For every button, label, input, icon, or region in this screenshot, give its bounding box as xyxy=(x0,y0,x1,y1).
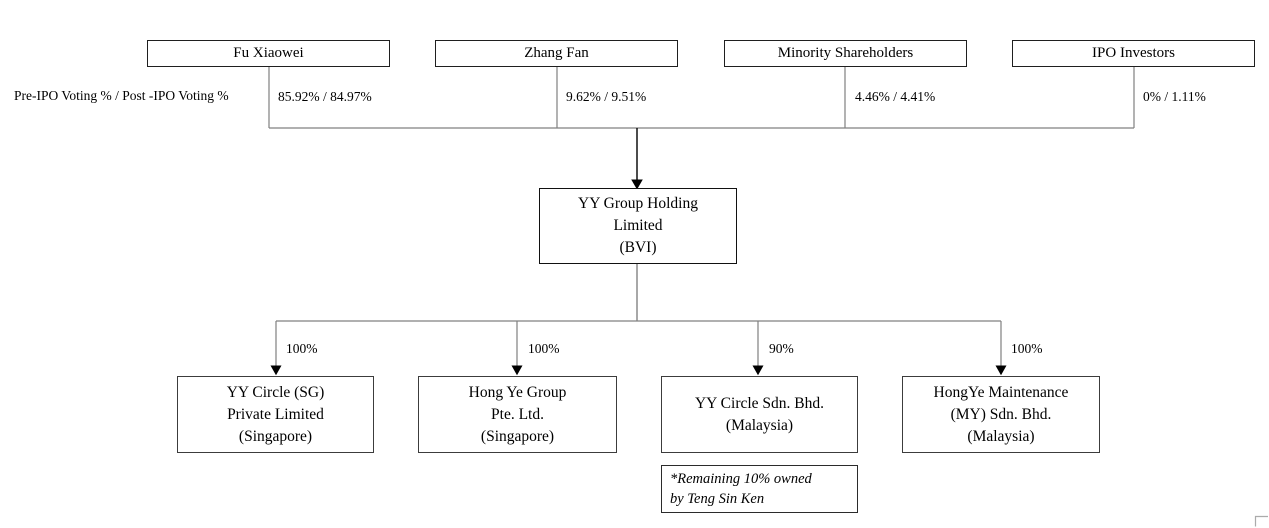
company-name-line: (MY) Sdn. Bhd. xyxy=(950,405,1052,423)
company-name-line: Limited xyxy=(613,217,663,234)
company-name-line: YY Circle (SG) xyxy=(226,383,325,401)
arrow-down-icon xyxy=(995,365,1007,376)
company-jurisdiction: (Singapore) xyxy=(480,427,555,445)
footnote-box: *Remaining 10% owned by Teng Sin Ken xyxy=(661,465,858,513)
company-name-line: Private Limited xyxy=(227,405,324,423)
shareholder-name: Fu Xiaowei xyxy=(233,45,304,61)
voting-pct-minority: 4.46% / 4.41% xyxy=(855,89,936,104)
shareholder-name: Zhang Fan xyxy=(524,45,589,61)
subsidiary-box-hong-ye-group: Hong Ye Group Pte. Ltd. (Singapore) xyxy=(418,376,617,453)
shareholder-box-zhang-fan: Zhang Fan xyxy=(435,40,678,67)
footnote-line: *Remaining 10% owned xyxy=(670,471,812,487)
shareholder-box-ipo-investors: IPO Investors xyxy=(1012,40,1255,67)
company-name-line: Pte. Ltd. xyxy=(491,405,544,423)
ownership-pct-hongye-maintenance: 100% xyxy=(1011,341,1043,356)
company-jurisdiction: (Malaysia) xyxy=(967,427,1035,445)
arrow-down-icon xyxy=(511,365,523,376)
company-name-line: YY Circle Sdn. Bhd. xyxy=(694,394,825,412)
company-jurisdiction: (Singapore) xyxy=(238,427,313,445)
footnote-line: by Teng Sin Ken xyxy=(670,491,765,507)
ownership-pct-yy-circle-sg: 100% xyxy=(286,341,318,356)
voting-legend-label: Pre-IPO Voting % / Post -IPO Voting % xyxy=(14,88,229,103)
company-jurisdiction: (Malaysia) xyxy=(725,416,794,434)
subsidiary-box-yy-circle-my: YY Circle Sdn. Bhd. (Malaysia) xyxy=(661,376,858,453)
arrow-down-icon xyxy=(270,365,282,376)
company-jurisdiction: (BVI) xyxy=(619,239,657,256)
ownership-pct-yy-circle-my: 90% xyxy=(769,341,794,356)
voting-pct-fu-xiaowei: 85.92% / 84.97% xyxy=(278,89,372,104)
shareholder-name: IPO Investors xyxy=(1092,45,1175,61)
company-name-line: Hong Ye Group xyxy=(468,383,567,401)
holding-company-box: YY Group Holding Limited (BVI) xyxy=(539,188,737,264)
subsidiary-box-hongye-maintenance: HongYe Maintenance (MY) Sdn. Bhd. (Malay… xyxy=(902,376,1100,453)
shareholder-box-minority-shareholders: Minority Shareholders xyxy=(724,40,967,67)
shareholder-box-fu-xiaowei: Fu Xiaowei xyxy=(147,40,390,67)
ownership-pct-hong-ye-group: 100% xyxy=(528,341,560,356)
subsidiary-box-yy-circle-sg: YY Circle (SG) Private Limited (Singapor… xyxy=(177,376,374,453)
company-name-line: YY Group Holding xyxy=(578,195,698,212)
voting-pct-ipo-investors: 0% / 1.11% xyxy=(1143,89,1206,104)
shareholder-name: Minority Shareholders xyxy=(777,45,914,61)
voting-pct-zhang-fan: 9.62% / 9.51% xyxy=(566,89,647,104)
table-corner-handle-icon xyxy=(1254,515,1268,527)
company-name-line: HongYe Maintenance xyxy=(933,383,1069,401)
arrow-down-icon xyxy=(752,365,764,376)
